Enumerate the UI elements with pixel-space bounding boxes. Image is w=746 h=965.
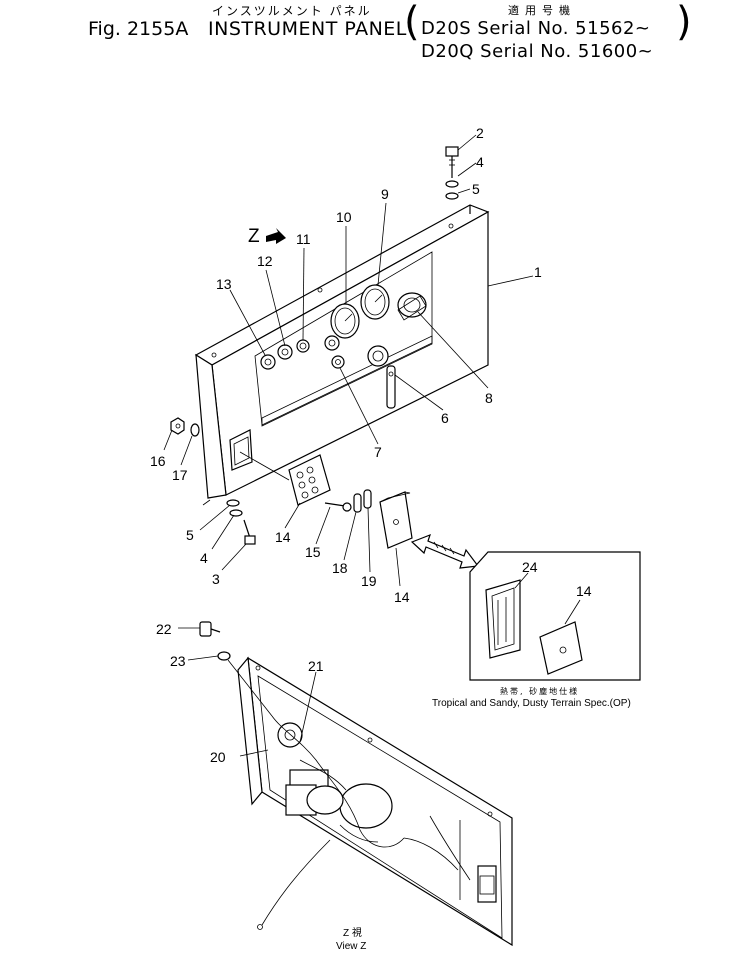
- screw-15: [324, 502, 352, 512]
- callout-16: 16: [150, 453, 166, 469]
- callout-13: 13: [216, 276, 232, 292]
- inset-note: Tropical and Sandy, Dusty Terrain Spec.(…: [432, 698, 631, 709]
- callout-12: 12: [257, 253, 273, 269]
- callout-14-fuse: 14: [275, 529, 291, 545]
- callout-4-top: 4: [476, 154, 484, 170]
- view-z-arrow-icon: [266, 228, 286, 244]
- gauge-lamps: [260, 335, 340, 370]
- callout-9: 9: [381, 186, 389, 202]
- serial-heading-japanese: 適用号機: [508, 4, 576, 17]
- figure-title: INSTRUMENT PANEL: [208, 18, 407, 40]
- callout-10: 10: [336, 209, 352, 225]
- switch-7: [331, 355, 345, 369]
- callout-17: 17: [172, 467, 188, 483]
- view-z-marker: Z: [248, 226, 260, 247]
- callout-7: 7: [374, 444, 382, 460]
- callout-24: 24: [522, 559, 538, 575]
- instrument-panel-rear: [237, 656, 513, 947]
- serial-d20q: D20Q Serial No. 51600~: [421, 41, 654, 62]
- callout-1: 1: [534, 264, 542, 280]
- bolt-2-assembly: [445, 146, 459, 200]
- callout-3: 3: [212, 571, 220, 587]
- callout-8: 8: [485, 390, 493, 406]
- inset-note-japanese: 熱帯, 砂塵地仕様: [500, 686, 579, 696]
- callout-21: 21: [308, 658, 324, 674]
- callout-4-bottom: 4: [200, 550, 208, 566]
- option-arrow: [410, 533, 480, 569]
- tropical-spec-inset: [469, 551, 641, 681]
- callout-18: 18: [332, 560, 348, 576]
- callout-22: 22: [156, 621, 172, 637]
- fuse-18-19: [353, 489, 372, 513]
- callout-6: 6: [441, 410, 449, 426]
- washer-23: [217, 651, 231, 661]
- key-switch-6: [367, 345, 396, 409]
- nut-16-washer-17: [170, 417, 200, 437]
- hour-meter-8: [397, 292, 427, 321]
- callout-15: 15: [305, 544, 321, 560]
- callout-2: 2: [476, 125, 484, 141]
- cover-14: [379, 491, 413, 549]
- serial-bracket-left: (: [404, 0, 420, 45]
- bolt-22: [199, 621, 221, 637]
- bolt-3-assembly: [226, 499, 256, 545]
- serial-d20s: D20S Serial No. 51562~: [421, 18, 651, 39]
- callout-19: 19: [361, 573, 377, 589]
- view-caption-japanese: Z 視: [343, 926, 362, 939]
- gauge-10: [330, 303, 360, 339]
- callout-20: 20: [210, 749, 226, 765]
- callout-11: 11: [296, 231, 311, 247]
- callout-numbers: 1 2 4 5 9 10 11 12 13 8 6 7 16 17 5 4 3 …: [150, 125, 592, 765]
- title-japanese: インスツルメント パネル: [212, 4, 372, 18]
- callout-14-inset: 14: [576, 583, 592, 599]
- callout-5-bottom: 5: [186, 527, 194, 543]
- instrument-panel-front: [194, 204, 490, 506]
- fuse-block-14: [239, 451, 331, 506]
- view-caption: View Z: [336, 941, 366, 952]
- leader-lines: [163, 134, 581, 757]
- figure-number: Fig. 2155A: [88, 18, 189, 40]
- callout-14-cover: 14: [394, 589, 410, 605]
- gauge-9: [360, 284, 390, 320]
- callout-23: 23: [170, 653, 186, 669]
- serial-bracket-right: ): [676, 0, 692, 45]
- callout-5-top: 5: [472, 181, 480, 197]
